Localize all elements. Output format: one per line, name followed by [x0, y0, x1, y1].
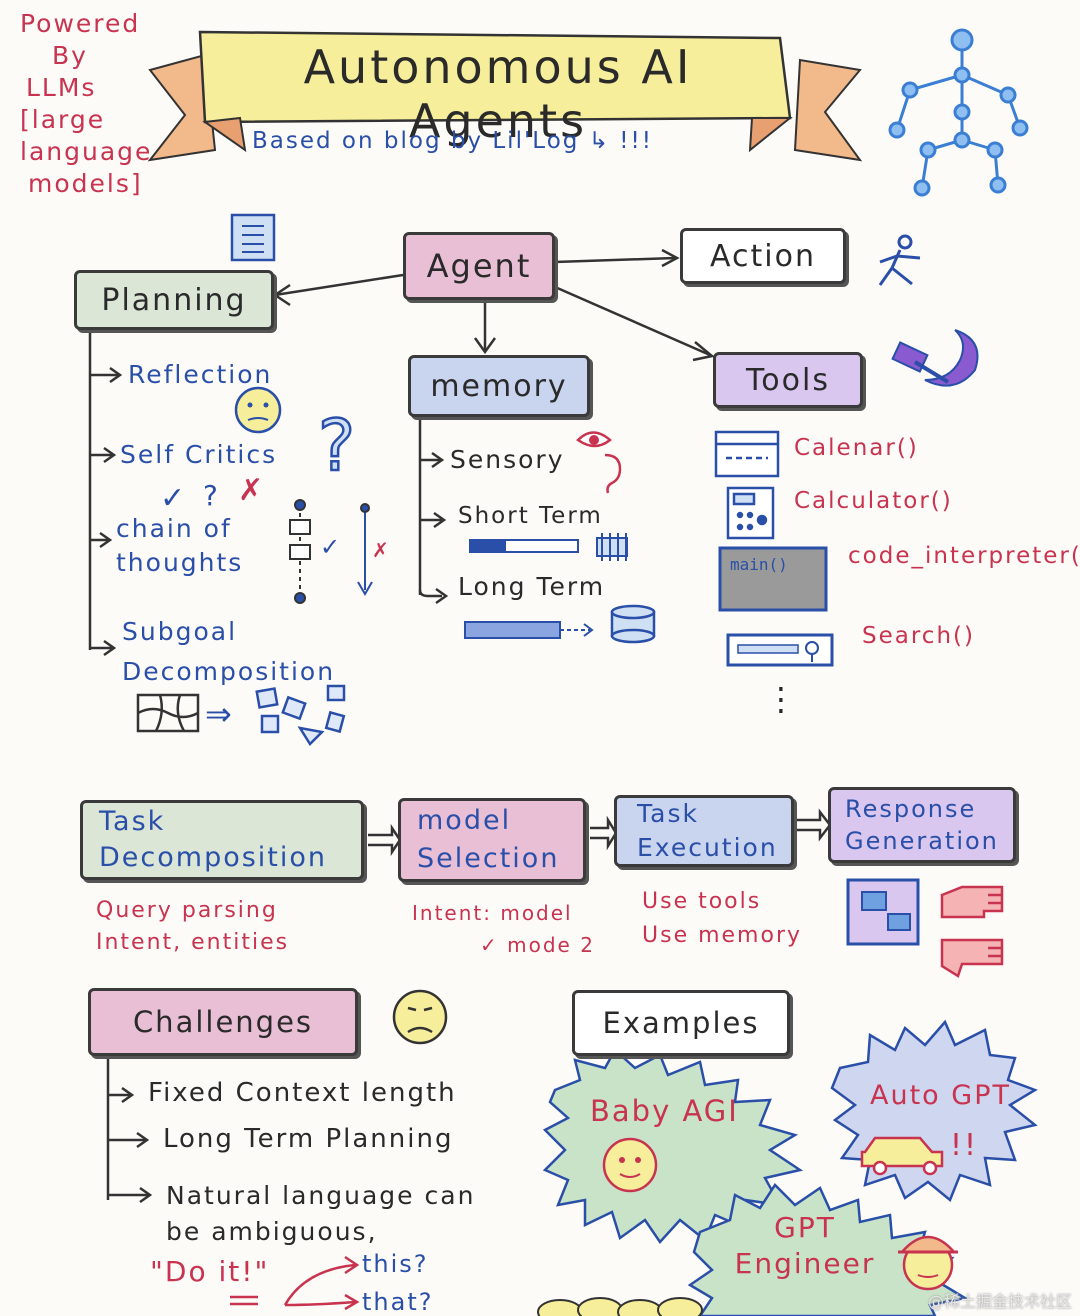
puzzle-pieces-icon	[257, 686, 344, 744]
task-decomposition-notes: Query parsing Intent, entities	[96, 895, 289, 959]
subtitle-marks: !!!	[619, 128, 653, 154]
sad-face-icon	[394, 991, 446, 1043]
challenges-tree	[108, 1055, 150, 1202]
task-execution-notes: Use tools Use memory	[642, 885, 802, 953]
pipeline-step-label: Response Generation	[845, 793, 1005, 857]
memory-item-long-term: Long Term	[458, 572, 605, 601]
note-line: ✓ mode 2	[412, 929, 595, 961]
pipeline-step-task-decomposition: Task Decomposition	[80, 800, 364, 880]
tools-label: Tools	[746, 363, 830, 398]
running-person-icon	[880, 236, 920, 285]
chain-cross-icon: ✗	[372, 538, 389, 562]
pipeline-step-label: model Selection	[417, 802, 567, 878]
tools-more-indicator: ⋮	[765, 680, 799, 718]
code-screen-icon: main()	[720, 548, 826, 610]
planning-tree	[90, 330, 120, 655]
pipeline-step-task-execution: Task Execution	[614, 795, 794, 867]
example-auto-gpt-marks: !!	[950, 1128, 978, 1163]
thumbs-up-icon	[942, 887, 1002, 917]
database-icon	[612, 606, 654, 642]
tools-icon	[893, 330, 978, 386]
tools-box: Tools	[713, 352, 863, 408]
action-box: Action	[680, 228, 846, 284]
examples-box: Examples	[572, 990, 790, 1056]
memory-item-sensory: Sensory	[450, 445, 565, 474]
challenges-label: Challenges	[133, 1005, 313, 1039]
note-line: Intent, entities	[96, 927, 289, 959]
bottom-decoration	[538, 1298, 702, 1316]
thumbs-down-icon	[942, 940, 1002, 976]
short-term-bar-icon	[470, 540, 578, 552]
subtitle-row: Based on blog by Lil'Log ↳ !!!	[252, 128, 653, 154]
challenge-item-fixed-context: Fixed Context length	[148, 1078, 457, 1108]
pipeline-step-model-selection: model Selection	[398, 798, 586, 882]
question-mark-icon: ?	[318, 405, 355, 487]
pipeline-step-label: Task Execution	[637, 797, 787, 865]
response-window-icon	[848, 880, 918, 944]
thinking-face-icon	[236, 388, 280, 432]
planning-item-subgoal-decomposition: Subgoal Decomposition	[122, 612, 332, 692]
planning-box: Planning	[74, 270, 274, 330]
long-term-bar-icon	[465, 622, 592, 638]
planning-label: Planning	[101, 283, 246, 318]
tool-item-code-interpreter: code_interpreter()	[848, 540, 1028, 572]
memory-box: memory	[408, 355, 590, 417]
small-question-icon: ?	[203, 479, 218, 512]
note-line: Use memory	[642, 919, 802, 953]
watermark: @稀土掘金技术社区	[928, 1288, 1072, 1312]
svg-text:main(): main()	[730, 555, 788, 574]
model-selection-notes: Intent: model ✓ mode 2	[412, 897, 595, 961]
puzzle-whole-icon	[138, 695, 198, 731]
memory-item-short-term: Short Term	[458, 503, 603, 529]
note-line: Intent: model	[412, 897, 595, 929]
examples-label: Examples	[603, 1006, 760, 1040]
pipeline-step-label: Task Decomposition	[99, 804, 339, 876]
implies-arrow-icon: ⇒	[205, 695, 232, 733]
note-line: Query parsing	[96, 895, 289, 927]
chain-check-icon: ✓	[320, 533, 340, 561]
example-baby-agi: Baby AGI	[590, 1094, 739, 1128]
ambiguous-example-quote: "Do it!"	[150, 1255, 269, 1288]
agent-label: Agent	[427, 247, 532, 285]
planning-item-reflection: Reflection	[128, 360, 272, 389]
check-mark-icon: ✓	[160, 481, 185, 516]
example-gpt-engineer: GPT Engineer	[725, 1210, 885, 1282]
pipeline-step-response-generation: Response Generation	[828, 787, 1016, 863]
ambiguous-branch-this: this?	[362, 1250, 429, 1278]
calendar-icon	[716, 432, 778, 476]
tool-item-calendar: Calenar()	[794, 435, 919, 461]
memory-label: memory	[430, 369, 567, 404]
chip-icon	[597, 533, 627, 561]
challenge-item-long-term-planning: Long Term Planning	[163, 1124, 453, 1154]
subtitle-arrow-icon: ↳	[589, 128, 610, 154]
tool-item-search: Search()	[862, 623, 975, 649]
challenges-box: Challenges	[88, 988, 358, 1056]
challenge-item-natural-language: Natural language can be ambiguous,	[166, 1178, 516, 1250]
planning-item-self-critics: Self Critics	[120, 440, 277, 469]
baby-agi-face-icon	[604, 1139, 656, 1191]
document-icon	[232, 215, 274, 260]
calculator-icon	[728, 488, 773, 538]
stick-figure-icon	[890, 30, 1027, 195]
example-auto-gpt: Auto GPT	[870, 1080, 1011, 1111]
agent-box: Agent	[403, 232, 555, 300]
ambiguous-branch-that: that?	[362, 1288, 433, 1316]
cross-mark-icon: ✗	[238, 473, 263, 508]
action-label: Action	[710, 239, 816, 274]
note-line: Use tools	[642, 885, 802, 919]
search-bar-icon	[728, 635, 832, 665]
memory-tree	[420, 420, 446, 603]
eye-ear-icon	[578, 433, 620, 494]
tool-item-calculator: Calculator()	[794, 488, 953, 514]
planning-item-chain-of-thoughts: chain of thoughts	[116, 512, 266, 580]
subtitle: Based on blog by Lil'Log	[252, 128, 579, 154]
